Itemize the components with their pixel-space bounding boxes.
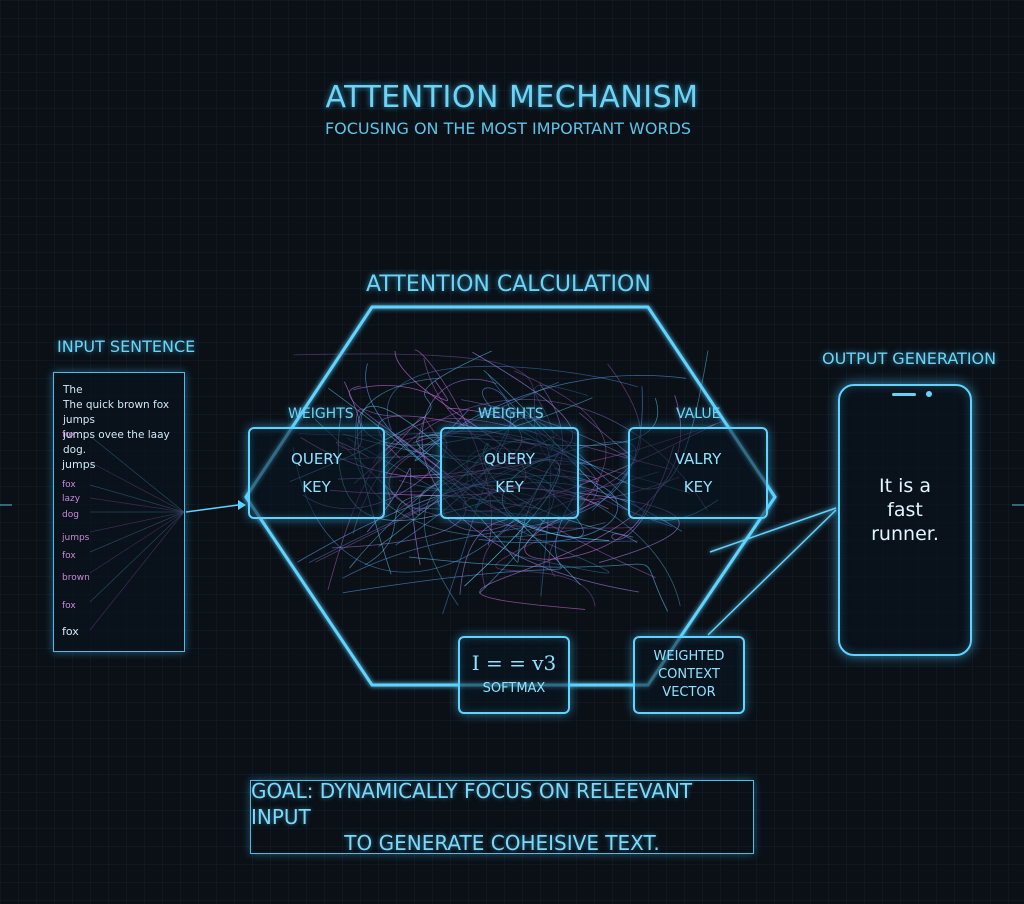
- weighted-context-vector-box: WEIGHTED CONTEXT VECTOR: [633, 636, 745, 714]
- query-key-box-middle: QUERY KEY: [440, 427, 579, 519]
- input-sentence-panel: The The quick brown fox jumps jumps ovee…: [53, 372, 185, 652]
- output-line-1: [709, 507, 837, 553]
- attention-curve: [461, 399, 638, 462]
- query-label: QUERY: [291, 450, 342, 468]
- attention-curve: [297, 475, 618, 563]
- token-row: fox: [62, 480, 76, 490]
- token-row: brown: [62, 573, 90, 583]
- page-subtitle: FOCUSING ON THE MOST IMPORTANT WORDS: [324, 119, 692, 138]
- softmax-formula: I = = v3: [471, 651, 557, 675]
- sentence-line-2: The quick brown fox jumps: [63, 399, 170, 426]
- highlight-word: fox: [62, 625, 79, 638]
- softmax-box: I = = v3 SOFTMAX: [458, 636, 570, 714]
- token-row: lazy: [62, 494, 81, 504]
- attention-curve: [383, 381, 559, 503]
- attention-curve: [331, 385, 467, 549]
- attention-curve: [346, 437, 610, 574]
- attention-curve: [442, 417, 649, 615]
- context-line-2: CONTEXT: [658, 667, 720, 682]
- input-arrow-head: [238, 500, 246, 510]
- attention-curve: [524, 500, 649, 560]
- value-label: VALRY: [674, 450, 722, 468]
- token-row: fox: [62, 430, 76, 440]
- sentence-line-1: The: [63, 384, 83, 396]
- attention-curve: [495, 540, 596, 607]
- input-sentence-text: The The quick brown fox jumps jumps ovee…: [63, 383, 184, 458]
- output-line-2: [707, 509, 837, 636]
- query-key-box-left: QUERY KEY: [248, 427, 385, 519]
- output-line-1-text: It is a: [879, 475, 931, 497]
- token-row: jumps: [62, 458, 96, 471]
- attention-curve: [408, 556, 669, 612]
- attention-calculation-label: ATTENTION CALCULATION: [366, 272, 651, 297]
- attention-curve: [342, 484, 582, 594]
- phone-camera: [926, 391, 932, 397]
- query-label: QUERY: [484, 450, 535, 468]
- key-label: KEY: [302, 478, 331, 496]
- token-row: dog: [62, 510, 79, 520]
- value-key-box-right: VALRY KEY: [628, 427, 768, 519]
- input-arrow: [185, 504, 239, 513]
- box-right-caption: VALUE: [676, 406, 721, 422]
- token-row: fox: [62, 601, 76, 611]
- page-title: ATTENTION MECHANISM: [325, 80, 699, 115]
- input-sentence-label: INPUT SENTENCE: [57, 337, 196, 356]
- output-generation-label: OUTPUT GENERATION: [822, 349, 997, 368]
- output-phone: It is a fast runner.: [838, 384, 972, 656]
- key-label: KEY: [495, 478, 524, 496]
- attention-curve: [482, 363, 642, 589]
- attention-curve: [387, 365, 638, 431]
- context-line-1: WEIGHTED: [653, 649, 725, 664]
- output-text: It is a fast runner.: [840, 474, 970, 546]
- key-label: KEY: [683, 478, 713, 496]
- output-line-3-text: runner.: [871, 523, 939, 545]
- attention-curve: [366, 467, 421, 566]
- phone-speaker: [892, 393, 916, 396]
- goal-line-2: TO GENERATE COHEISIVE TEXT.: [344, 831, 660, 855]
- attention-curve: [514, 370, 607, 578]
- output-line-2-text: fast: [887, 499, 923, 521]
- box-mid-caption: WEIGHTS: [478, 406, 544, 422]
- token-row: fox: [62, 551, 76, 561]
- attention-curve: [388, 426, 634, 529]
- softmax-label: SOFTMAX: [482, 681, 546, 696]
- goal-line-1: GOAL: DYNAMICALLY FOCUS ON RELEEVANT INP…: [251, 779, 693, 829]
- sentence-line-3: jumps ovee the laay dog.: [63, 429, 170, 456]
- attention-curve: [353, 380, 449, 402]
- box-left-caption: WEIGHTS: [288, 406, 354, 422]
- token-row: jumps: [62, 533, 90, 543]
- goal-box: GOAL: DYNAMICALLY FOCUS ON RELEEVANT INP…: [250, 779, 754, 855]
- context-line-3: VECTOR: [662, 685, 716, 700]
